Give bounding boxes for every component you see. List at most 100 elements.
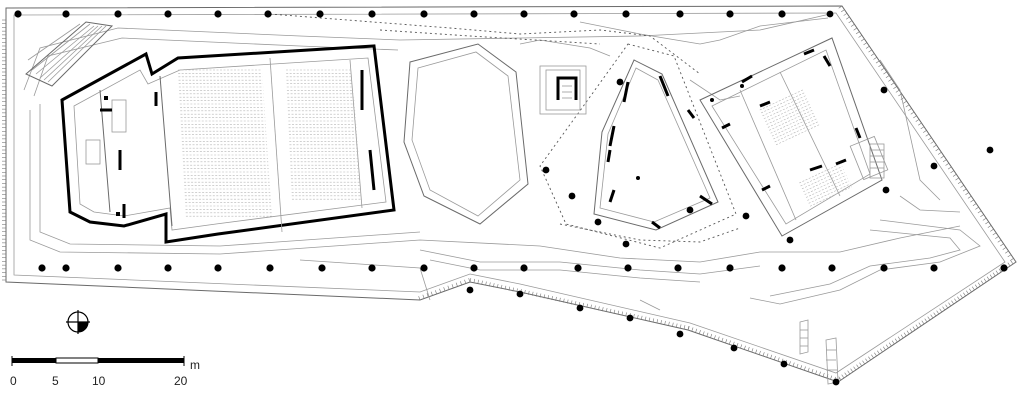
boundary-tick [918, 122, 922, 126]
chamber-seating-upper [759, 89, 820, 146]
boundary-tick [815, 370, 818, 375]
boundary-tick [900, 334, 904, 339]
seat-row [808, 183, 851, 204]
scale-bar: 0 5 10 20 m [10, 356, 200, 388]
terrace-contours [23, 13, 981, 311]
seat-row [761, 92, 805, 114]
boundary-tick [504, 285, 507, 290]
boundary-tick [843, 13, 848, 16]
triangular-hall [539, 43, 737, 249]
boundary-tick [957, 181, 962, 185]
scale-label-5: 5 [52, 374, 59, 388]
column [470, 264, 478, 272]
boundary-tick [747, 346, 750, 351]
boundary-tick [844, 372, 848, 377]
boundary-tick [898, 93, 902, 97]
boundary-tick [555, 296, 557, 301]
boundary-tick [900, 97, 905, 100]
column [38, 264, 46, 272]
boundary-tick [664, 320, 666, 325]
boundary-tick [982, 217, 987, 221]
column [622, 240, 630, 248]
boundary-tick [989, 274, 993, 279]
boundary-tick [574, 301, 577, 306]
entrance-ramp [25, 21, 114, 87]
column [626, 314, 634, 322]
seat-row [762, 95, 807, 117]
boundary-tick [985, 221, 989, 225]
boundary-tick [945, 163, 950, 166]
column [882, 186, 890, 194]
boundary-tick [870, 53, 875, 57]
boundary-tick [426, 293, 429, 298]
boundary-tick [977, 210, 982, 214]
boundary-tick [751, 348, 754, 353]
boundary-tick [862, 360, 865, 365]
column [164, 10, 172, 18]
boundary-tick [841, 374, 845, 379]
column [778, 264, 786, 272]
column [786, 236, 794, 244]
boundary-tick [1002, 247, 1007, 250]
boundary-tick [990, 228, 994, 232]
boundary-tick [975, 206, 979, 210]
stair-core [539, 65, 587, 115]
column [780, 360, 788, 368]
boundary-tick [740, 344, 743, 349]
boundary-tick [586, 303, 588, 308]
column [568, 192, 576, 200]
boundary-tick [633, 314, 635, 319]
boundary-tick [605, 308, 608, 313]
boundary-tick [903, 100, 907, 104]
boundary-tick [826, 374, 829, 379]
edge-stair-marks [799, 319, 839, 385]
boundary-tick [443, 287, 446, 292]
boundary-tick [868, 49, 872, 53]
boundary-tick [1013, 258, 1017, 263]
seat-row [774, 121, 819, 143]
boundary-tick [496, 284, 499, 289]
boundary-tick [885, 75, 890, 78]
boundary-tick [970, 199, 974, 203]
seat-row [805, 177, 848, 198]
boundary-tick [954, 298, 957, 303]
boundary-tick [928, 137, 932, 141]
boundary-tick [679, 324, 682, 329]
boundary-tick [594, 305, 596, 310]
boundary-tick [912, 326, 916, 331]
column [570, 10, 578, 18]
seat-row [769, 109, 813, 131]
boundary-tick [524, 290, 526, 295]
boundary-tick [652, 318, 655, 323]
boundary-tick [930, 141, 935, 144]
boundary-tick [962, 188, 967, 192]
boundary-tick [865, 45, 870, 49]
boundary-tick [706, 332, 709, 337]
boundary-tick [883, 71, 887, 75]
boundary-tick [908, 108, 912, 111]
column [676, 330, 684, 338]
boundary-tick [1000, 243, 1004, 247]
column [674, 264, 682, 272]
boundary-tick [905, 104, 910, 108]
boundary-tick [640, 315, 643, 320]
boundary-tick [848, 20, 853, 24]
boundary-tick [460, 281, 462, 286]
column [616, 78, 624, 86]
boundary-tick [500, 284, 503, 289]
boundary-tick [874, 352, 877, 357]
column [316, 10, 324, 18]
seat-row [770, 112, 815, 134]
column [114, 10, 122, 18]
boundary-tick [535, 292, 538, 297]
boundary-tick [422, 294, 425, 299]
boundary-tick [773, 356, 776, 360]
boundary-tick [923, 130, 927, 133]
boundary-tick [893, 86, 897, 89]
boundary-tick [687, 326, 690, 331]
boundary-tick [800, 365, 803, 370]
boundary-tick [859, 362, 862, 367]
boundary-tick [903, 332, 907, 337]
boundary-tick [918, 322, 922, 327]
